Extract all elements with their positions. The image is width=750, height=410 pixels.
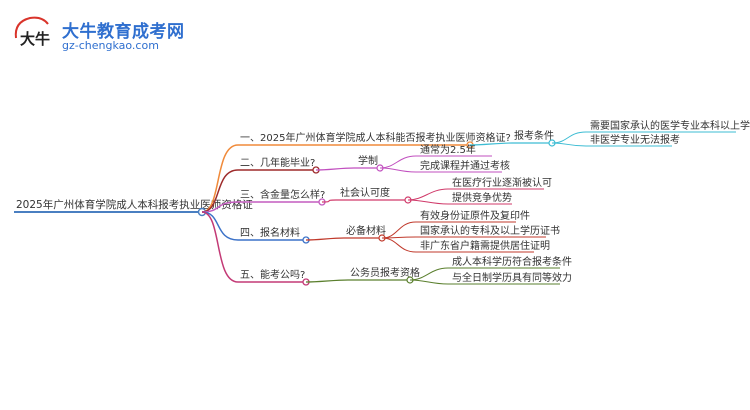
- leaf-label: 成人本科学历符合报考条件: [452, 255, 572, 268]
- logo-mark-text: 大牛: [20, 30, 50, 48]
- root-label: 2025年广州体育学院成人本科报考执业医师资格证: [16, 198, 253, 211]
- mid-connector: [305, 237, 345, 241]
- leaf-connector: [409, 279, 449, 285]
- leaf-connector: [407, 199, 449, 205]
- leaf-label: 完成课程并通过考核: [420, 159, 510, 172]
- branch-label: 四、报名材料: [240, 226, 300, 239]
- leaf-label: 通常为2.5年: [420, 143, 476, 156]
- branch-connector: [201, 201, 239, 213]
- leaf-connector: [381, 221, 417, 239]
- branch-1: 一、2025年广州体育学院成人本科能否报考执业医师资格证?报考条件 需要国家承认的…: [201, 119, 750, 213]
- leaf-label: 提供竞争优势: [452, 191, 512, 204]
- branch-label: 三、含金量怎么样?: [240, 188, 325, 201]
- mid-connector: [305, 279, 349, 283]
- mid-connector: [469, 142, 513, 146]
- branch-label: 一、2025年广州体育学院成人本科能否报考执业医师资格证?: [240, 131, 511, 144]
- branch-connector: [201, 211, 239, 241]
- mid-label: 学制: [358, 154, 378, 167]
- mid-connector: [321, 199, 337, 203]
- branch-connector: [201, 169, 239, 213]
- leaf-label: 非广东省户籍需提供居住证明: [420, 239, 550, 252]
- logo-title: 大牛教育成考网: [62, 22, 185, 42]
- branch-connector: [201, 144, 239, 213]
- mid-connector: [315, 167, 355, 171]
- leaf-label: 国家承认的专科及以上学历证书: [420, 224, 560, 237]
- leaf-label: 有效身份证原件及复印件: [420, 209, 530, 222]
- leaf-label: 与全日制学历具有同等效力: [452, 271, 572, 284]
- branch-4: 四、报名材料 必备材料 有效身份证原件及复印件国家承认的专科及以上学历证书非广东省户…: [201, 209, 560, 253]
- mid-label: 必备材料: [346, 224, 386, 237]
- leaf-label: 在医疗行业逐渐被认可: [452, 176, 552, 189]
- logo-url: gz-chengkao.com: [62, 39, 159, 52]
- leaf-label: 非医学专业无法报考: [590, 133, 680, 146]
- leaf-connector: [379, 155, 417, 169]
- mid-label: 社会认可度: [340, 186, 390, 199]
- branches-group: 一、2025年广州体育学院成人本科能否报考执业医师资格证?报考条件 需要国家承认的…: [201, 119, 750, 286]
- leaf-connector: [379, 167, 417, 173]
- mid-label: 报考条件: [514, 129, 554, 142]
- mid-label: 公务员报考资格: [350, 266, 420, 279]
- leaf-connector: [381, 237, 417, 253]
- leaf-connector: [551, 142, 587, 147]
- branch-connector: [201, 211, 239, 283]
- leaf-connector: [551, 131, 587, 144]
- branch-label: 二、几年能毕业?: [240, 156, 315, 169]
- leaf-label: 需要国家承认的医学专业本科以上学历: [590, 119, 750, 132]
- site-logo[interactable]: 大牛 大牛教育成考网 gz-chengkao.com: [8, 8, 198, 56]
- bull-logo-icon: 大牛: [14, 16, 50, 48]
- branch-label: 五、能考公吗?: [240, 268, 305, 281]
- leaf-connector: [407, 188, 449, 201]
